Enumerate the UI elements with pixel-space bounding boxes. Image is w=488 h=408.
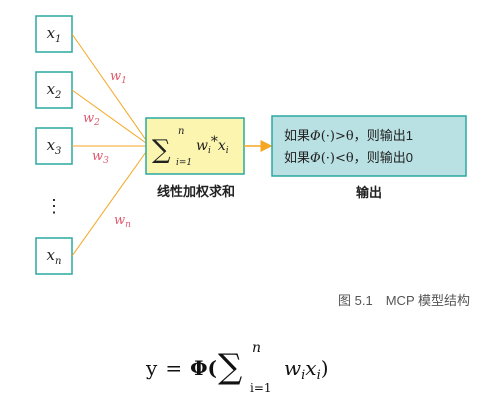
- formula-upper-limit: n: [252, 340, 261, 356]
- svg-text:x3: x3: [47, 136, 62, 157]
- svg-text:wixi): wixi): [284, 356, 329, 383]
- formula-w: w: [284, 356, 301, 380]
- input-node-3: x3: [35, 127, 73, 165]
- formula-w-sub: i: [301, 368, 305, 383]
- output-node: 如果Φ(·)>θ，则输出1 如果Φ(·)<θ，则输出0: [271, 115, 467, 177]
- sum-term: wi*xi: [196, 134, 229, 156]
- mcp-formula: y=Φ( ∑ n i=1 wixi): [145, 340, 329, 395]
- sum-upper-limit: n: [178, 126, 184, 137]
- output-rule-1: 如果Φ(·)>θ，则输出1: [284, 128, 413, 144]
- connection-line-n: [71, 151, 147, 257]
- connection-line-2: [71, 89, 147, 144]
- weight-label-2: w2: [83, 111, 100, 128]
- input-node-n: xn: [35, 237, 73, 275]
- input-sub: 1: [55, 34, 61, 45]
- input-var: x: [47, 80, 56, 98]
- svg-text:x1: x1: [47, 24, 62, 45]
- output-rule-2: 如果Φ(·)<θ，则输出0: [284, 150, 413, 166]
- figure-caption: 图 5.1 MCP 模型结构: [338, 293, 470, 308]
- weight-label-3: w3: [92, 149, 109, 166]
- formula-x-sub: i: [317, 368, 321, 383]
- formula-close: ): [321, 356, 329, 380]
- formula-x: x: [305, 356, 316, 380]
- formula-phi: Φ(: [190, 356, 217, 380]
- input-var: x: [47, 136, 56, 154]
- sum-lower-limit: i=1: [176, 158, 192, 168]
- input-node-1: x1: [35, 15, 73, 53]
- input-var: x: [47, 24, 56, 42]
- sum-node-caption: 线性加权求和: [157, 184, 235, 199]
- formula-equals: =: [165, 356, 182, 380]
- output-node-caption: 输出: [356, 185, 382, 200]
- formula-sigma: ∑: [218, 347, 242, 387]
- input-sub: 2: [54, 90, 61, 101]
- svg-text:x2: x2: [47, 80, 62, 101]
- input-ellipsis: ⋮: [45, 196, 63, 217]
- input-sub: n: [55, 256, 61, 267]
- weighted-sum-node: ∑ n i=1 wi*xi: [145, 117, 245, 175]
- weight-label-n: wn: [114, 213, 131, 230]
- weight-label-1: w1: [110, 69, 127, 86]
- input-sub: 3: [55, 146, 61, 157]
- connection-line-1: [71, 33, 147, 141]
- svg-text:y=Φ(: y = Φ(: [145, 356, 217, 380]
- svg-text:xn: xn: [47, 246, 62, 267]
- sum-sigma: ∑: [152, 135, 171, 165]
- input-node-2: x2: [35, 71, 73, 109]
- input-var: x: [47, 246, 56, 264]
- formula-y: y: [145, 356, 158, 380]
- formula-lower-limit: i=1: [250, 381, 272, 395]
